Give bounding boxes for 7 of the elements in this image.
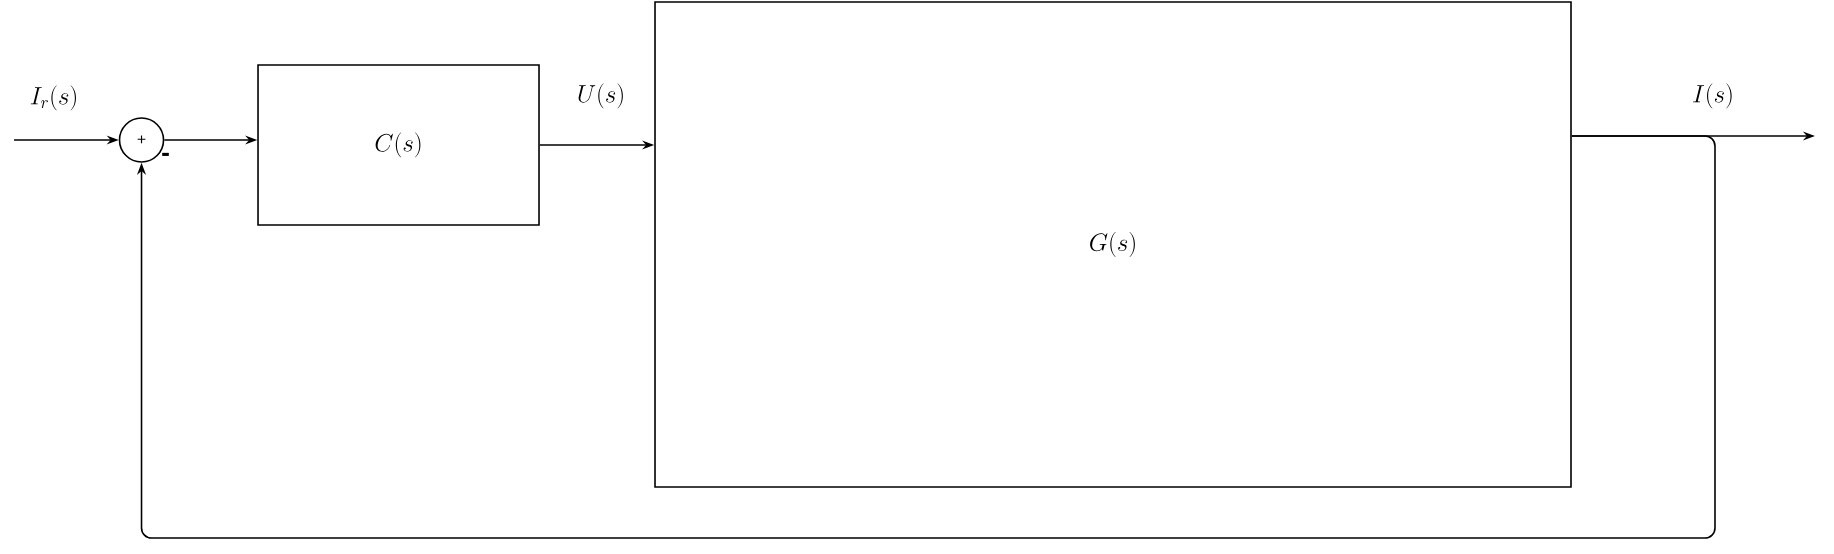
edge-label: $U(s)$ — [578, 83, 623, 109]
edge-label: $I_r(s)$ — [30, 85, 76, 111]
sign-label: - — [162, 152, 169, 156]
arrow — [136, 135, 1716, 539]
edge-label: $I(s)$ — [1693, 83, 1732, 109]
block-box: $G(s)$ — [654, 1, 1572, 488]
block-box: $C(s)$ — [257, 64, 540, 226]
